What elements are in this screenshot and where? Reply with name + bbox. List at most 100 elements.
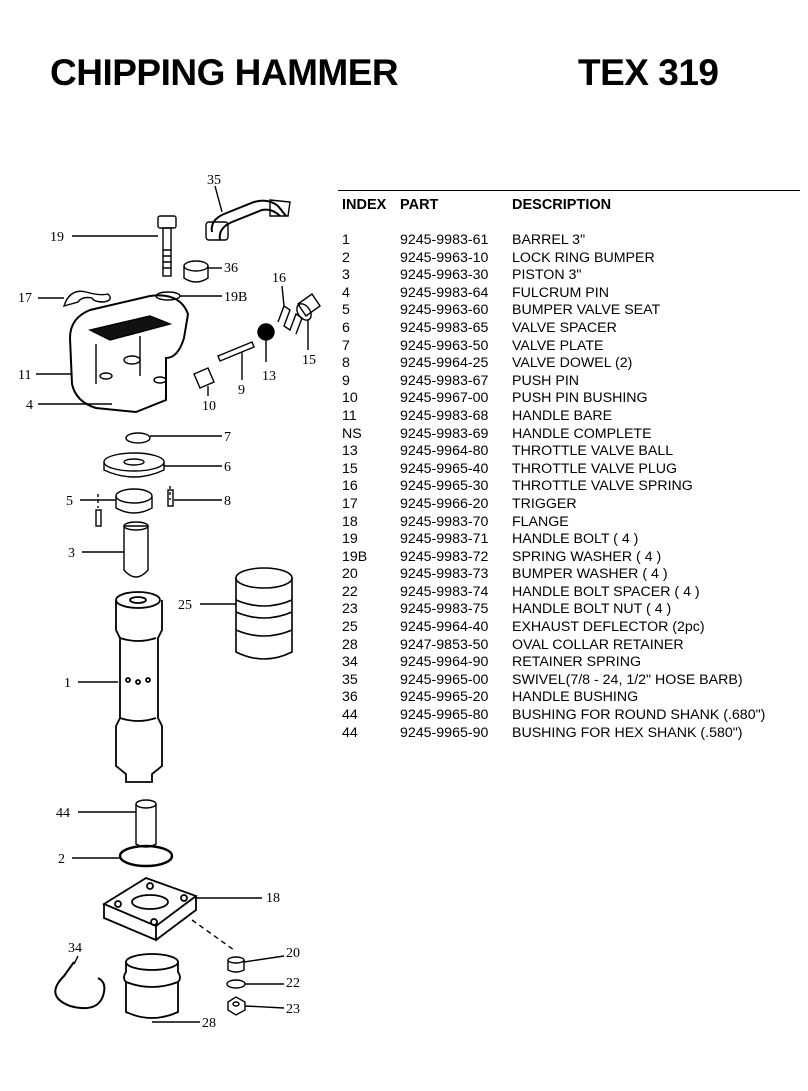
table-row: 18 9245-9983-70 FLANGE xyxy=(338,514,800,532)
cell-part-number: 9245-9967-00 xyxy=(400,390,489,407)
cell-description: RETAINER SPRING xyxy=(512,654,642,671)
cell-index: 3 xyxy=(342,267,350,284)
cell-description: VALVE SPACER xyxy=(512,319,617,336)
piston-part xyxy=(123,525,149,578)
cell-part-number: 9245-9965-00 xyxy=(400,671,489,688)
valve-dowel-part xyxy=(95,509,102,527)
cell-part-number: 9245-9983-71 xyxy=(400,531,489,548)
cell-description: THROTTLE VALVE PLUG xyxy=(512,460,678,477)
cell-description: HANDLE BOLT NUT ( 4 ) xyxy=(512,601,672,618)
cell-description: BUSHING FOR ROUND SHANK (.680") xyxy=(512,707,766,724)
cell-part-number: 9245-9965-20 xyxy=(400,689,489,706)
cell-description: HANDLE BOLT SPACER ( 4 ) xyxy=(512,583,700,600)
model-number: TEX 319 xyxy=(578,52,719,93)
table-row: 11 9245-9983-68 HANDLE BARE xyxy=(338,408,800,426)
cell-part-number: 9245-9965-80 xyxy=(400,707,489,724)
cell-part-number: 9245-9966-20 xyxy=(400,495,489,512)
callout-25: 25 xyxy=(178,598,192,613)
cell-description: PUSH PIN xyxy=(512,372,580,389)
callout-2: 2 xyxy=(58,852,65,867)
cell-part-number: 9245-9983-68 xyxy=(400,407,489,424)
cell-index: 25 xyxy=(342,619,358,636)
callout-19: 19 xyxy=(50,230,64,245)
cell-index: 22 xyxy=(342,583,358,600)
column-header-part: PART xyxy=(396,190,508,220)
callout-1: 1 xyxy=(64,676,71,691)
retainer-spring-part xyxy=(54,961,106,1010)
valve-plate-part xyxy=(125,432,151,444)
cell-part-number: 9245-9983-75 xyxy=(400,601,489,618)
cell-part-number: 9245-9964-40 xyxy=(400,619,489,636)
cell-description: BARREL 3" xyxy=(512,232,586,248)
cell-index: 2 xyxy=(342,249,350,266)
callout-16: 16 xyxy=(272,271,286,286)
cell-description: TRIGGER xyxy=(512,495,577,512)
lock-ring-bumper-part xyxy=(118,844,174,868)
cell-part-number: 9245-9964-25 xyxy=(400,355,489,372)
cell-index: 18 xyxy=(342,513,358,530)
cell-part-number: 9245-9983-73 xyxy=(400,566,489,583)
cell-part-number: 9245-9983-61 xyxy=(400,232,489,248)
callout-34: 34 xyxy=(68,941,82,956)
cell-description: FLANGE xyxy=(512,513,569,530)
callout-44: 44 xyxy=(56,806,70,821)
cell-index: 36 xyxy=(342,689,358,706)
cell-description: HANDLE BOLT ( 4 ) xyxy=(512,531,639,548)
cell-index: NS xyxy=(342,425,362,442)
cell-part-number: 9245-9965-40 xyxy=(400,460,489,477)
callout-15: 15 xyxy=(302,353,316,368)
exhaust-deflector-part xyxy=(235,567,293,660)
swivel-part xyxy=(205,199,291,241)
cell-part-number: 9245-9965-30 xyxy=(400,478,489,495)
cell-description: HANDLE BARE xyxy=(512,407,613,424)
cell-part-number: 9245-9964-80 xyxy=(400,443,489,460)
cell-index: 10 xyxy=(342,390,358,407)
valve-spacer-part xyxy=(103,452,165,478)
cell-part-number: 9247-9853-50 xyxy=(400,636,489,653)
barrel-part xyxy=(115,591,163,783)
cell-index: 6 xyxy=(342,319,350,336)
cell-description: BUMPER VALVE SEAT xyxy=(512,302,661,319)
cell-part-number: 9245-9963-30 xyxy=(400,267,489,284)
cell-description: THROTTLE VALVE BALL xyxy=(512,443,674,460)
callout-17: 17 xyxy=(18,291,32,306)
bolt-spacer-part xyxy=(226,979,246,989)
cell-index: 11 xyxy=(342,407,357,424)
cell-index: 4 xyxy=(342,284,350,301)
callout-22: 22 xyxy=(286,976,300,991)
cell-index: 16 xyxy=(342,478,358,495)
throttle-ball-part xyxy=(257,323,275,341)
cell-part-number: 9245-9965-90 xyxy=(400,724,489,741)
oval-collar-retainer-part xyxy=(123,953,181,1019)
push-pin-part xyxy=(217,341,255,362)
handle-part xyxy=(68,294,190,414)
cell-part-number: 9245-9983-70 xyxy=(400,513,489,530)
cell-index: 44 xyxy=(342,707,358,724)
cell-part-number: 9245-9964-90 xyxy=(400,654,489,671)
table-row: 3 9245-9963-30 PISTON 3" xyxy=(338,267,800,285)
cell-index: 23 xyxy=(342,601,358,618)
cell-description: PISTON 3" xyxy=(512,267,582,284)
cell-description: SPRING WASHER ( 4 ) xyxy=(512,548,662,565)
cell-part-number: 9245-9963-10 xyxy=(400,249,489,266)
callout-11: 11 xyxy=(18,368,31,383)
cell-index: 9 xyxy=(342,372,350,389)
cell-description: FULCRUM PIN xyxy=(512,284,609,301)
callout-19B: 19B xyxy=(224,290,247,305)
callout-7: 7 xyxy=(224,430,231,445)
cell-part-number: 9245-9983-69 xyxy=(400,425,489,442)
cell-index: 35 xyxy=(342,671,358,688)
cell-index: 20 xyxy=(342,566,358,583)
